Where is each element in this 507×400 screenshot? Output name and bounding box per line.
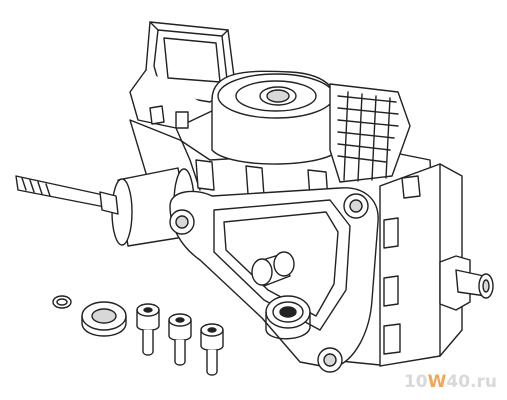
bolt-2	[168, 313, 192, 366]
watermark-prefix: 10	[403, 372, 428, 392]
ribbed-block	[329, 83, 411, 183]
watermark-suffix: 40.ru	[446, 372, 497, 392]
plunger-shaft	[15, 175, 119, 215]
bolt-3	[200, 323, 224, 376]
flange-holes	[169, 193, 369, 373]
motor-cover	[211, 70, 341, 165]
small-o-ring	[52, 295, 72, 309]
sensor-disk	[265, 295, 311, 340]
electrical-connector	[129, 21, 237, 129]
watermark-accent: W	[427, 372, 447, 392]
flange-plug	[251, 251, 295, 287]
bolt-1	[136, 303, 160, 356]
site-watermark: 10W40.ru	[404, 372, 497, 392]
seal-ring	[81, 301, 127, 337]
outlet-nozzle	[439, 255, 494, 311]
side-housing	[379, 163, 463, 367]
